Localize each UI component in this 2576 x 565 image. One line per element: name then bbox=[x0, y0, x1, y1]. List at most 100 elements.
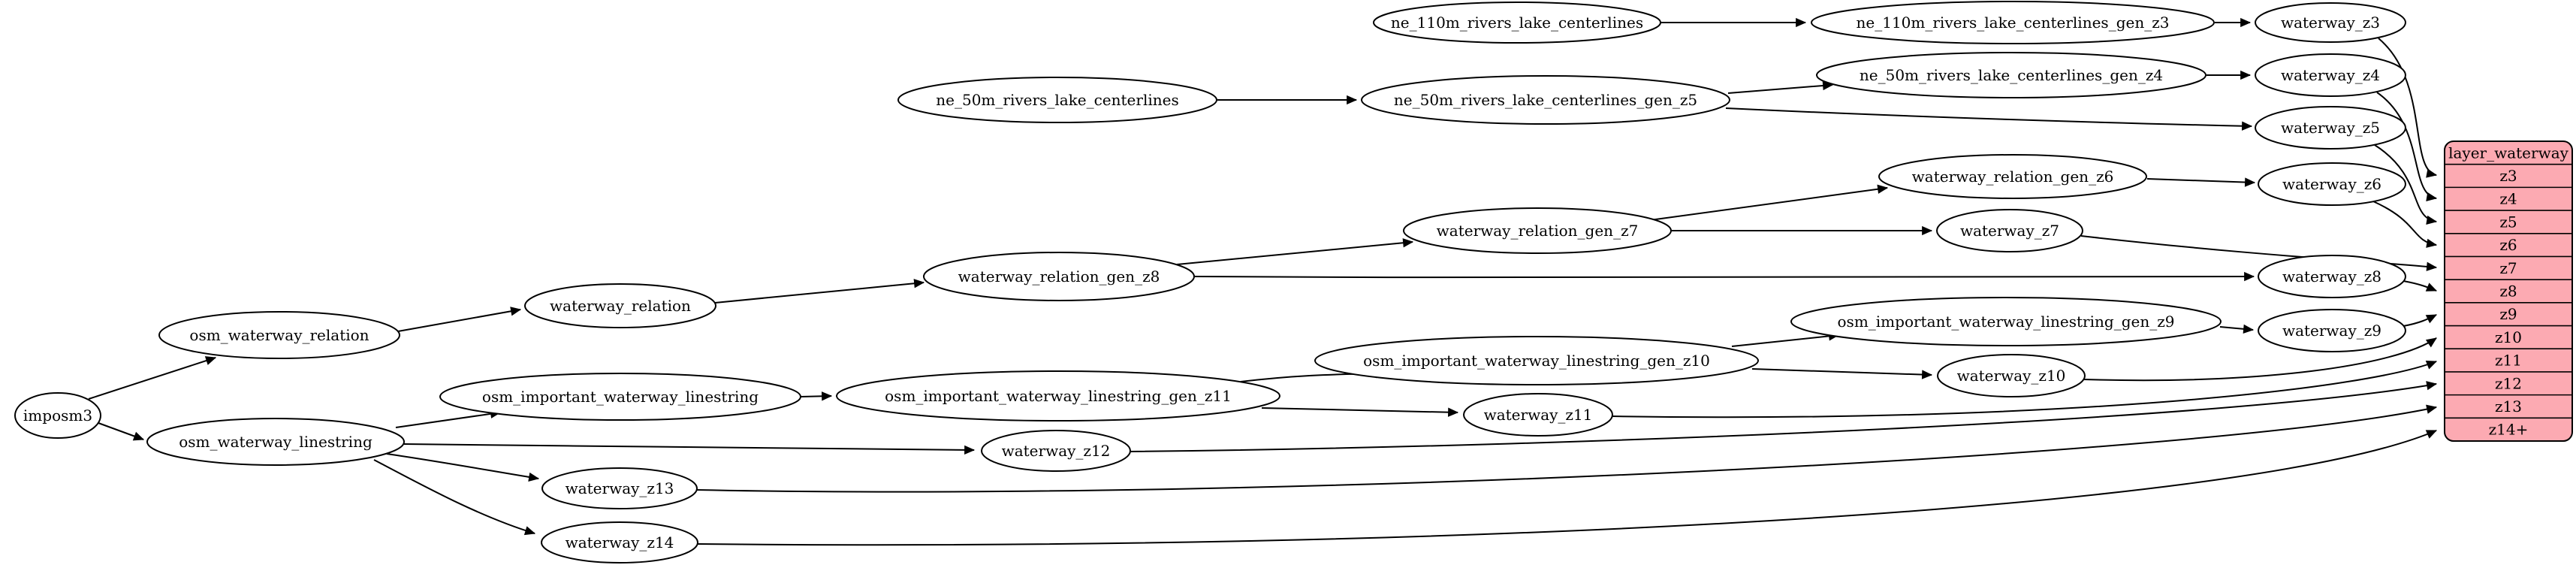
node-waterway_z10: waterway_z10 bbox=[1937, 354, 2086, 397]
edge-waterway_z11-to-layer_waterway.z11 bbox=[1611, 360, 2438, 418]
table-row-z7: z7 bbox=[2499, 259, 2517, 277]
node-ellipse-imposm3 bbox=[14, 392, 101, 439]
node-layer: imposm3 osm_waterway_relation waterway_rel… bbox=[14, 1, 2406, 563]
edge-layer bbox=[88, 17, 2438, 546]
node-ellipse-waterway_z14 bbox=[541, 521, 698, 563]
node-ne_50m_rivers_lake_centerlines_gen_z4: ne_50m_rivers_lake_centerlines_gen_z4 bbox=[1816, 52, 2206, 98]
node-ellipse-ne_50m_rivers_lake_centerlines_gen_z4 bbox=[1816, 52, 2206, 98]
node-waterway_z4: waterway_z4 bbox=[2255, 53, 2406, 97]
node-osm_important_waterway_linestring: osm_important_waterway_linestring bbox=[439, 373, 801, 421]
node-ellipse-osm_important_waterway_linestring bbox=[439, 373, 801, 421]
node-label-ne_50m_rivers_lake_centerlines: ne_50m_rivers_lake_centerlines bbox=[936, 91, 1178, 109]
edge-osm_waterway_linestring-to-waterway_z14 bbox=[373, 459, 536, 536]
node-label-waterway_z11: waterway_z11 bbox=[1484, 406, 1593, 424]
node-waterway_z9: waterway_z9 bbox=[2258, 309, 2406, 352]
edge-waterway_relation_gen_z8-to-waterway_relation_gen_z7 bbox=[1176, 238, 1414, 265]
node-label-osm_important_waterway_linestring_gen_z10: osm_important_waterway_linestring_gen_z1… bbox=[1363, 352, 1710, 370]
node-label-waterway_relation_gen_z6: waterway_relation_gen_z6 bbox=[1912, 168, 2114, 186]
edge-waterway_z8-to-layer_waterway.z8 bbox=[2403, 280, 2438, 292]
table-row-z5: z5 bbox=[2499, 213, 2517, 231]
node-waterway_z13: waterway_z13 bbox=[541, 467, 698, 509]
node-waterway_relation: waterway_relation bbox=[524, 283, 716, 328]
node-label-waterway_z4: waterway_z4 bbox=[2281, 66, 2380, 84]
edge-ne_50m_rivers_lake_centerlines_gen_z5-to-waterway_z5 bbox=[1725, 107, 2253, 131]
node-ne_110m_rivers_lake_centerlines_gen_z3: ne_110m_rivers_lake_centerlines_gen_z3 bbox=[1811, 1, 2215, 44]
table-row-z4: z4 bbox=[2499, 190, 2517, 208]
table-title: layer_waterway bbox=[2448, 144, 2569, 162]
node-ellipse-waterway_z6 bbox=[2258, 162, 2406, 206]
node-waterway_relation_gen_z6: waterway_relation_gen_z6 bbox=[1878, 154, 2147, 199]
edge-waterway_relation_gen_z6-to-waterway_z6 bbox=[2146, 177, 2256, 187]
node-waterway_relation_gen_z7: waterway_relation_gen_z7 bbox=[1403, 207, 1672, 254]
node-osm_waterway_relation: osm_waterway_relation bbox=[158, 311, 400, 359]
edge-osm_important_waterway_linestring-to-osm_important_waterway_linestring_gen_z11 bbox=[800, 391, 833, 401]
node-label-osm_important_waterway_linestring_gen_z9: osm_important_waterway_linestring_gen_z9 bbox=[1838, 313, 2175, 331]
edge-osm_waterway_linestring-to-osm_important_waterway_linestring bbox=[395, 409, 502, 428]
table-row-z12: z12 bbox=[2495, 374, 2522, 392]
table-row-z9: z9 bbox=[2499, 305, 2517, 323]
node-waterway_z6: waterway_z6 bbox=[2258, 162, 2406, 206]
edge-imposm3-to-osm_waterway_relation bbox=[88, 356, 217, 400]
node-label-waterway_z9: waterway_z9 bbox=[2282, 322, 2381, 340]
node-label-ne_110m_rivers_lake_centerlines_gen_z3: ne_110m_rivers_lake_centerlines_gen_z3 bbox=[1857, 14, 2170, 32]
edge-waterway_relation_gen_z8-to-waterway_z8 bbox=[1193, 271, 2255, 282]
node-waterway_relation_gen_z8: waterway_relation_gen_z8 bbox=[923, 252, 1195, 301]
node-imposm3: imposm3 bbox=[14, 392, 101, 439]
edge-imposm3-to-osm_waterway_linestring bbox=[98, 422, 145, 441]
node-waterway_z11: waterway_z11 bbox=[1463, 393, 1613, 437]
node-ellipse-osm_important_waterway_linestring_gen_z9 bbox=[1790, 297, 2222, 346]
edge-waterway_z10-to-layer_waterway.z10 bbox=[2083, 337, 2437, 382]
node-ellipse-osm_important_waterway_linestring_gen_z10 bbox=[1314, 336, 1759, 385]
edge-waterway_z14-to-layer_waterway.z14+ bbox=[696, 430, 2438, 546]
node-label-waterway_z10: waterway_z10 bbox=[1957, 367, 2066, 385]
table-row-z8: z8 bbox=[2499, 282, 2517, 301]
node-label-ne_50m_rivers_lake_centerlines_gen_z5: ne_50m_rivers_lake_centerlines_gen_z5 bbox=[1394, 91, 1697, 109]
table-row-z13: z13 bbox=[2495, 397, 2522, 415]
node-label-waterway_z3: waterway_z3 bbox=[2281, 14, 2380, 32]
node-waterway_z12: waterway_z12 bbox=[981, 430, 1131, 472]
edge-osm_waterway_linestring-to-waterway_z13 bbox=[386, 453, 540, 482]
node-ellipse-waterway_z7 bbox=[1936, 209, 2083, 252]
node-label-waterway_relation: waterway_relation bbox=[550, 297, 691, 315]
node-ellipse-ne_50m_rivers_lake_centerlines bbox=[897, 77, 1217, 123]
node-ne_50m_rivers_lake_centerlines_gen_z5: ne_50m_rivers_lake_centerlines_gen_z5 bbox=[1361, 75, 1730, 125]
table-row-z14+: z14+ bbox=[2489, 421, 2529, 439]
edge-ne_50m_rivers_lake_centerlines_gen_z5-to-ne_50m_rivers_lake_centerlines_gen_z4 bbox=[1727, 80, 1834, 94]
edge-osm_important_waterway_linestring_gen_z9-to-waterway_z9 bbox=[2219, 324, 2255, 334]
node-ellipse-waterway_z12 bbox=[981, 430, 1131, 472]
node-osm_important_waterway_linestring_gen_z11: osm_important_waterway_linestring_gen_z1… bbox=[836, 370, 1280, 421]
node-waterway_z3: waterway_z3 bbox=[2255, 2, 2406, 43]
node-ellipse-waterway_z11 bbox=[1463, 393, 1613, 437]
node-label-osm_important_waterway_linestring: osm_important_waterway_linestring bbox=[482, 388, 759, 406]
edge-waterway_z7-to-layer_waterway.z7 bbox=[2080, 235, 2438, 271]
node-ellipse-waterway_z10 bbox=[1937, 354, 2086, 397]
node-ellipse-waterway_z9 bbox=[2258, 309, 2406, 352]
node-ellipse-ne_50m_rivers_lake_centerlines_gen_z5 bbox=[1361, 75, 1730, 125]
edge-waterway_z9-to-layer_waterway.z9 bbox=[2403, 314, 2438, 327]
node-ellipse-waterway_z13 bbox=[541, 467, 698, 509]
node-label-osm_waterway_linestring: osm_waterway_linestring bbox=[179, 433, 373, 451]
node-ellipse-waterway_z5 bbox=[2255, 106, 2406, 150]
node-label-ne_50m_rivers_lake_centerlines_gen_z4: ne_50m_rivers_lake_centerlines_gen_z4 bbox=[1860, 66, 2163, 84]
node-waterway_z5: waterway_z5 bbox=[2255, 106, 2406, 150]
table-row-z3: z3 bbox=[2499, 167, 2517, 185]
node-label-waterway_z12: waterway_z12 bbox=[1002, 442, 1111, 460]
node-label-waterway_relation_gen_z7: waterway_relation_gen_z7 bbox=[1437, 222, 1639, 240]
edge-osm_important_waterway_linestring_gen_z10-to-osm_important_waterway_linestring_gen_z9 bbox=[1731, 331, 1840, 347]
edge-osm_important_waterway_linestring_gen_z11-to-waterway_z11 bbox=[1261, 407, 1459, 417]
node-ellipse-waterway_z4 bbox=[2255, 53, 2406, 97]
node-label-osm_important_waterway_linestring_gen_z11: osm_important_waterway_linestring_gen_z1… bbox=[885, 387, 1232, 405]
node-ellipse-waterway_relation_gen_z8 bbox=[923, 252, 1195, 301]
edge-waterway_relation_gen_z7-to-waterway_relation_gen_z6 bbox=[1649, 184, 1889, 221]
node-label-ne_110m_rivers_lake_centerlines: ne_110m_rivers_lake_centerlines bbox=[1391, 14, 1643, 32]
node-osm_important_waterway_linestring_gen_z9: osm_important_waterway_linestring_gen_z9 bbox=[1790, 297, 2222, 346]
node-label-waterway_z13: waterway_z13 bbox=[566, 479, 674, 497]
node-ellipse-osm_waterway_linestring bbox=[146, 418, 405, 466]
node-ne_50m_rivers_lake_centerlines: ne_50m_rivers_lake_centerlines bbox=[897, 77, 1217, 123]
node-ellipse-osm_important_waterway_linestring_gen_z11 bbox=[836, 370, 1280, 421]
node-label-waterway_z14: waterway_z14 bbox=[566, 533, 674, 551]
edge-waterway_z13-to-layer_waterway.z13 bbox=[695, 404, 2438, 493]
node-label-waterway_z6: waterway_z6 bbox=[2282, 175, 2381, 193]
table-layer_waterway: layer_waterwayz3z4z5z6z7z8z9z10z11z12z13… bbox=[2444, 140, 2573, 442]
